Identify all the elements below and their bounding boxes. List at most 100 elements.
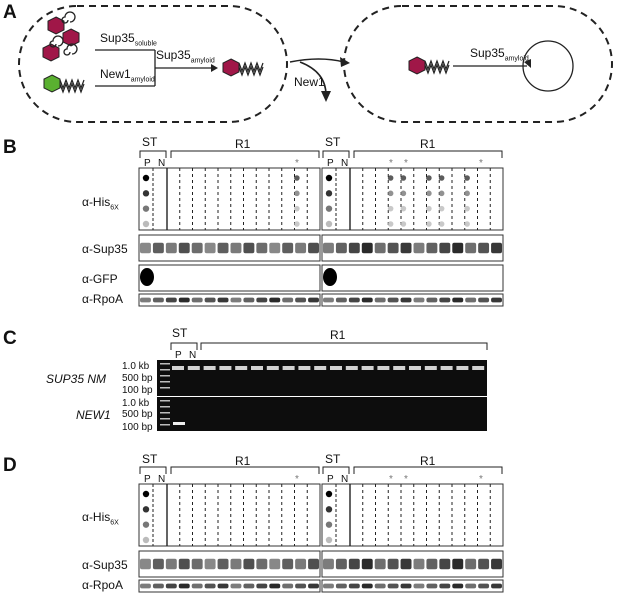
- c-ladder2-500: 500 bp: [122, 409, 153, 420]
- right-sup35-main: Sup35: [470, 46, 505, 60]
- c-p: P: [175, 350, 182, 361]
- b-right-sup35-blot-band: [387, 242, 399, 254]
- d-left-r1: R1: [235, 454, 251, 468]
- b-left-rpoa-blot-band: [217, 297, 229, 303]
- b-right-his-blot-sample-dot: [426, 190, 432, 197]
- b-left-rpoa-blot-band: [178, 297, 190, 303]
- label-sup35-amyloid: Sup35amyloid: [156, 48, 215, 64]
- b-row-rpoa: α-RpoA: [82, 292, 123, 306]
- d-row-his: α-His6X: [82, 510, 119, 526]
- d-right-sup35-blot-band: [478, 558, 490, 570]
- d-left-rpoa-blot-band: [269, 583, 281, 589]
- b-right-his-blot: [321, 167, 504, 231]
- b-left-his-blot-sample-dot: [294, 221, 300, 227]
- d-left-rpoa-blot-band: [204, 583, 216, 589]
- c-band-top: [266, 366, 279, 370]
- c-ladder1-100: 100 bp: [122, 385, 153, 396]
- c-band-top: [187, 366, 200, 370]
- b-right-asterisk-2: *: [404, 158, 408, 169]
- d-right-rpoa-blot-band: [323, 583, 334, 589]
- b-left-rpoa-blot-band: [295, 297, 307, 303]
- b-left-rpoa-blot-band: [243, 297, 255, 303]
- c-band-top: [203, 366, 216, 370]
- b-row-gfp: α-GFP: [82, 272, 118, 286]
- d-right-rpoa-blot-band: [439, 583, 451, 589]
- b-left-gfp-spot: [140, 268, 154, 286]
- d-right-rpoa-blot-band: [452, 583, 464, 589]
- b-left-rpoa-blot-band: [165, 297, 177, 303]
- b-right-his-blot-sample-dot: [438, 205, 445, 212]
- d-right-p: P: [327, 474, 334, 485]
- b-right-sup35-blot-band: [426, 242, 438, 254]
- sup35-amyloid-right-icon: [408, 56, 450, 75]
- b-right-rpoa-blot-band: [361, 297, 373, 303]
- b-right-sup35-blot-band: [452, 242, 464, 254]
- cycle-arrow-icon: [522, 40, 574, 92]
- b-left-rpoa-blot-band: [282, 297, 294, 303]
- b-right-his-blot-sample-dot: [387, 205, 394, 212]
- d-right-rpoa-blot-band: [478, 583, 490, 589]
- d-bracket-right-r1: [353, 466, 503, 474]
- b-left-sup35-blot-band: [282, 242, 294, 254]
- b-right-sup35-blot-band: [465, 242, 477, 254]
- b-right-gfp-spot: [323, 268, 337, 286]
- d-right-sup35-blot-band: [335, 558, 347, 570]
- d-right-rpoa-blot-band: [335, 583, 347, 589]
- c-ladder-band: [160, 381, 170, 383]
- b-right-his-blot-sample-dot: [426, 221, 432, 227]
- d-left-p: P: [144, 474, 151, 485]
- b-right-asterisk-1: *: [389, 158, 393, 169]
- c-band-top: [361, 366, 374, 370]
- b-right-p: P: [327, 158, 334, 169]
- b-right-r1: R1: [420, 137, 436, 151]
- c-gel-bottom: [157, 397, 487, 431]
- b-right-sup35-blot-band: [413, 242, 425, 254]
- d-bracket-right-st: [322, 466, 350, 474]
- d-his-main: α-His: [82, 510, 111, 524]
- d-left-sup35-blot-band: [165, 558, 177, 570]
- b-left-sup35-blot-band: [152, 242, 164, 254]
- c-ladder-band: [160, 424, 170, 426]
- c-gel-top: [157, 360, 487, 396]
- b-left-rpoa-blot-band: [191, 297, 203, 303]
- d-row-rpoa: α-RpoA: [82, 578, 123, 592]
- b-right-rpoa-blot-band: [452, 297, 464, 303]
- d-left-sup35-blot-band: [217, 558, 229, 570]
- d-right-rpoa-blot-band: [413, 583, 425, 589]
- c-band-top: [314, 366, 327, 370]
- b-right-rpoa-blot-band: [335, 297, 347, 303]
- b-right-his-blot-sample-dot: [464, 190, 470, 197]
- d-bracket-left-st: [139, 466, 167, 474]
- d-right-rpoa-blot-band: [374, 583, 386, 589]
- d-left-rpoa-blot-band: [140, 583, 151, 589]
- b-left-rpoa-blot-band: [152, 297, 164, 303]
- b-right-his-blot-sample-dot: [400, 205, 407, 212]
- b-left-rpoa-blot: [138, 293, 321, 307]
- d-left-asterisk: *: [295, 474, 299, 485]
- b-right-rpoa-blot-band: [491, 297, 502, 303]
- c-ladder-band: [160, 363, 170, 365]
- c-gene-sup35nm: SUP35 NM: [46, 372, 107, 386]
- c-band-top: [330, 366, 342, 370]
- c-st: ST: [172, 326, 188, 340]
- d-right-sup35-blot-band: [426, 558, 438, 570]
- c-band-top: [424, 366, 437, 370]
- d-right-sup35-blot-band: [323, 558, 334, 570]
- new1-amyloid-sub: amyloid: [130, 76, 155, 84]
- b-left-rpoa-blot-band: [230, 297, 242, 303]
- d-left-sup35-blot-band: [230, 558, 242, 570]
- b-right-sup35-blot-band: [374, 242, 386, 254]
- c-bracket-st: [170, 342, 198, 350]
- b-right-rpoa-blot-band: [348, 297, 360, 303]
- c-band-top: [393, 366, 406, 370]
- d-left-his-blot: [138, 483, 321, 547]
- d-right-sup35-blot-band: [465, 558, 477, 570]
- d-right-asterisk-3: *: [479, 474, 483, 485]
- d-left-sup35-blot-band: [256, 558, 268, 570]
- c-band-top: [219, 366, 232, 370]
- b-left-his-blot-dot: [142, 205, 150, 212]
- d-right-sup35-blot-band: [413, 558, 425, 570]
- b-his-sub: 6X: [110, 204, 119, 212]
- c-band-top: [251, 366, 263, 370]
